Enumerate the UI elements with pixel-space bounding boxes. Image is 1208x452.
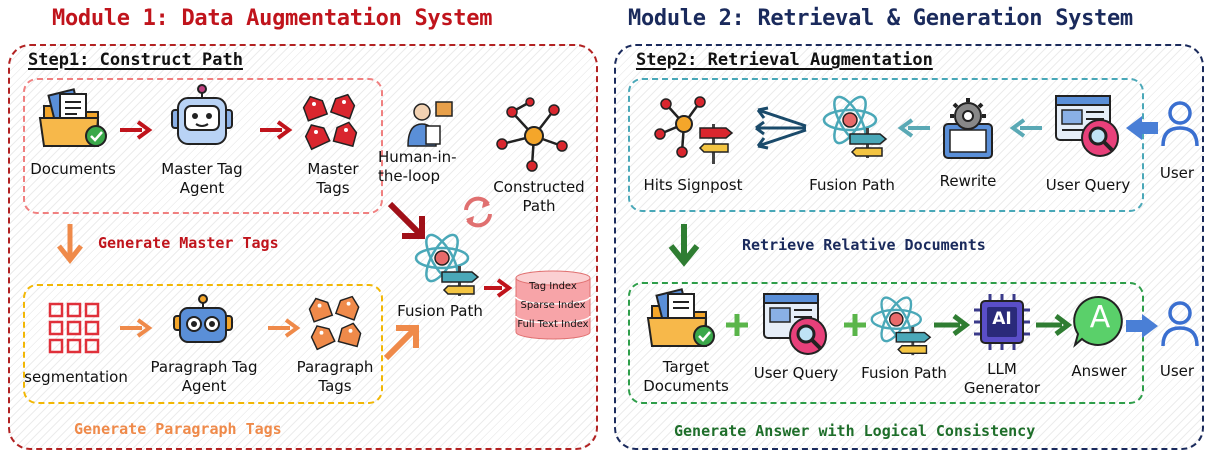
tags-icon <box>308 295 362 351</box>
arrow-icon <box>387 201 425 239</box>
user-label: User <box>1159 362 1195 380</box>
multi-arrow-icon <box>755 106 807 150</box>
retrieval-box <box>628 78 1144 212</box>
module2-title: Module 2: Retrieval & Generation System <box>628 6 1133 31</box>
rewrite-gear-icon <box>943 98 993 159</box>
step2-heading: Step2: Retrieval Augmentation <box>636 50 933 70</box>
documents-label: Documents <box>30 160 116 178</box>
arrow-icon <box>260 120 293 140</box>
answer-label: Answer <box>1071 362 1127 380</box>
user-query-label: User Query <box>1045 176 1131 194</box>
fusion-atom-icon <box>414 233 480 296</box>
search-browser-icon <box>763 293 827 355</box>
generation-box <box>628 282 1144 404</box>
fusion-path-label: Fusion Path <box>397 302 483 320</box>
fusion-atom-icon <box>822 95 888 158</box>
robot-icon <box>171 84 233 145</box>
hits-signpost-label: Hits Signpost <box>643 176 743 194</box>
index-database <box>515 270 591 340</box>
arrow-icon <box>934 314 971 336</box>
module1-panel <box>8 44 598 450</box>
master-tags-box <box>23 78 383 214</box>
arrow-icon <box>120 318 153 338</box>
generate-answer-caption: Generate Answer with Logical Consistency <box>674 422 1036 440</box>
paragraph-tags-box <box>23 284 383 404</box>
module1-title: Module 1: Data Augmentation System <box>52 6 493 31</box>
plus-icon <box>726 314 748 336</box>
fusion-path-label: Fusion Path <box>809 176 895 194</box>
master-tags-label: Master Tags <box>307 160 359 197</box>
paragraph-tag-agent-label: Paragraph Tag Agent <box>150 358 258 395</box>
arrow-icon <box>268 318 301 338</box>
network-graph-icon <box>496 97 568 172</box>
user-icon <box>1161 101 1199 147</box>
human-in-the-loop-label: Human-in- the-loop <box>378 148 457 185</box>
arrow-left-icon <box>1126 116 1158 140</box>
search-browser-icon <box>1055 95 1119 157</box>
fusion-path-label: Fusion Path <box>861 364 947 382</box>
arrow-icon <box>383 325 419 361</box>
generate-master-tags-caption: Generate Master Tags <box>98 234 279 252</box>
documents-icon <box>38 88 107 147</box>
arrow-down-icon <box>57 224 83 265</box>
master-tag-agent-label: Master Tag Agent <box>161 160 243 197</box>
answer-glyph: A <box>1089 300 1111 335</box>
arrow-down-icon <box>668 224 700 267</box>
arrow-left-icon <box>1009 118 1042 138</box>
ai-chip-icon <box>974 294 1030 350</box>
user-query-label: User Query <box>753 364 839 382</box>
llm-generator-label: LLM Generator <box>963 360 1041 397</box>
constructed-path-label: Constructed Path <box>493 178 585 215</box>
arrow-left-icon <box>897 118 930 138</box>
user-label: User <box>1159 164 1195 182</box>
rewrite-label: Rewrite <box>939 172 997 190</box>
step1-heading: Step1: Construct Path <box>28 50 243 70</box>
retrieve-caption: Retrieve Relative Documents <box>742 236 986 254</box>
documents-icon <box>646 288 715 347</box>
arrow-icon <box>1036 314 1073 336</box>
arrow-icon <box>1126 314 1158 338</box>
arrow-icon <box>484 278 513 298</box>
human-reviewer-icon <box>407 101 453 147</box>
full-text-index-label: Full Text Index <box>517 319 589 330</box>
answer-bubble-icon <box>1073 295 1123 348</box>
refresh-icon <box>464 196 492 228</box>
user-icon <box>1161 301 1199 347</box>
tags-icon <box>302 93 358 151</box>
sparse-index-label: Sparse Index <box>520 300 586 311</box>
ai-chip-text: AI <box>992 309 1012 329</box>
signpost-graph-icon <box>654 96 734 164</box>
paragraph-tags-label: Paragraph Tags <box>296 358 374 395</box>
target-documents-label: Target Documents <box>643 358 729 395</box>
segmentation-grid-icon <box>48 302 100 354</box>
plus-icon <box>844 314 866 336</box>
fusion-atom-icon <box>870 296 932 356</box>
tag-index-label: Tag Index <box>529 281 577 292</box>
arrow-icon <box>120 120 153 140</box>
generate-paragraph-tags-caption: Generate Paragraph Tags <box>74 420 282 438</box>
segmentation-label: segmentation <box>24 368 128 386</box>
robot-icon <box>173 294 233 343</box>
